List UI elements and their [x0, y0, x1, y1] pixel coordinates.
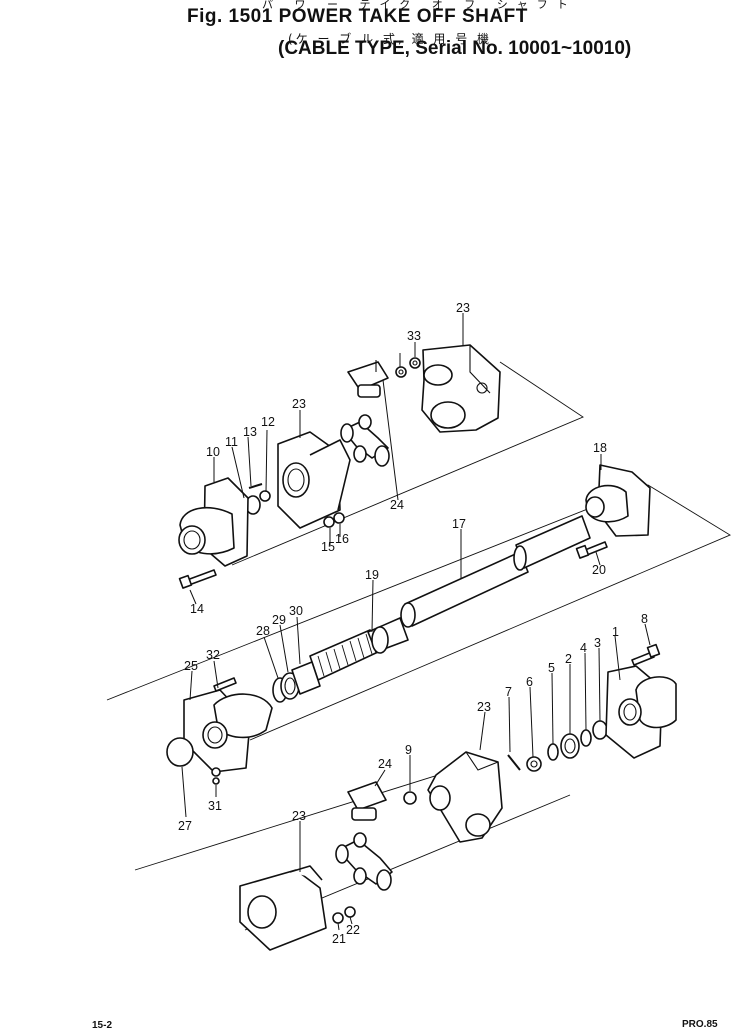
bearing-housing-10 [178, 477, 249, 567]
callout-18: 18 [593, 441, 607, 455]
callout-27: 29 [272, 613, 286, 627]
callout-3: 3 [594, 636, 601, 650]
callout-13: 13 [243, 425, 257, 439]
spider-upper [340, 360, 390, 467]
drive-shaft-17 [400, 515, 591, 628]
page-code-left: 15-2 [92, 1020, 113, 1031]
callout-30: 31 [208, 799, 222, 813]
callout-23-bottom: 23 [292, 809, 306, 823]
figure-title: Fig. 1501 POWER TAKE OFF SHAFT [187, 6, 528, 27]
nut-9 [403, 791, 417, 805]
washer-12 [259, 490, 271, 502]
cable-subtitle: (CABLE TYPE, Serial No. 10001~10010) [278, 38, 632, 59]
bolt-20 [575, 541, 608, 559]
callout-23-top: 23 [456, 301, 470, 315]
callout-labels: 23 33 23 10 11 13 12 24 14 15 16 17 18 2… [178, 301, 648, 946]
callout-5: 5 [548, 661, 555, 675]
bolt-14 [178, 569, 217, 589]
bolt-31 [213, 677, 237, 692]
callout-26: 28 [256, 624, 270, 638]
flange-yoke-bottom [239, 865, 327, 951]
page-code-right: PRO.85 [682, 1019, 718, 1030]
callout-4: 4 [580, 641, 587, 655]
callout-10: 10 [206, 445, 220, 459]
washer-5 [547, 743, 559, 761]
callout-25: 25 [184, 659, 198, 673]
kana-title: パ ワ ー テイク オ フ シャフト [262, 0, 577, 11]
bearing-housing-18 [585, 464, 651, 537]
yoke-flange-lower-right [427, 751, 503, 843]
assembly-guide-lines [106, 361, 731, 931]
callout-7: 7 [505, 685, 512, 699]
callout-20: 20 [592, 563, 606, 577]
callout-23-upper-yoke: 23 [292, 397, 306, 411]
bearing-housing-1 [605, 665, 677, 759]
nut-32 [409, 357, 421, 369]
callout-15: 15 [321, 540, 335, 554]
callout-28: 30 [289, 604, 303, 618]
callout-6: 6 [526, 675, 533, 689]
callout-8: 8 [641, 612, 648, 626]
callout-24-lower: 24 [378, 757, 392, 771]
callout-21: 21 [332, 932, 346, 946]
yoke-flange-top [421, 344, 501, 433]
pin-7 [507, 754, 521, 771]
spline-shaft-19 [309, 617, 409, 681]
callout-22: 22 [346, 923, 360, 937]
nut-21 [332, 912, 344, 924]
callout-14: 14 [190, 602, 204, 616]
collar-28 [291, 661, 321, 695]
callout-1: 1 [612, 625, 619, 639]
callout-9: 9 [405, 743, 412, 757]
nut-6 [526, 756, 542, 772]
nut-22 [344, 906, 356, 918]
callout-11: 11 [225, 435, 238, 449]
grease-nipple-30 [211, 767, 221, 785]
flange-yoke-upper [277, 431, 351, 529]
callout-16: 16 [335, 532, 349, 546]
spider-lower [335, 781, 393, 891]
callout-2: 2 [565, 652, 572, 666]
leader-lines [181, 313, 651, 931]
callout-24-upper: 24 [390, 498, 404, 512]
nut-15 [323, 516, 335, 528]
callout-17: 17 [452, 517, 466, 531]
oring-3 [592, 720, 608, 740]
callout-23-lower-right: 23 [477, 700, 491, 714]
callout-19: 19 [365, 568, 379, 582]
pin-13 [248, 483, 263, 489]
callout-31: 32 [206, 648, 220, 662]
ring-4 [580, 729, 592, 747]
kana-subtitle: (ケ ー ブ ル 式, 適 用 号 機 [288, 32, 493, 46]
cap-29 [166, 737, 194, 767]
nut-16 [333, 512, 345, 524]
bearing-housing-25 [183, 689, 273, 773]
callout-12: 12 [261, 415, 275, 429]
callout-29: 27 [178, 819, 192, 833]
bearing-2 [560, 733, 580, 759]
washer-33 [395, 366, 407, 378]
callout-32: 33 [407, 329, 421, 343]
bolt-8 [631, 643, 661, 666]
